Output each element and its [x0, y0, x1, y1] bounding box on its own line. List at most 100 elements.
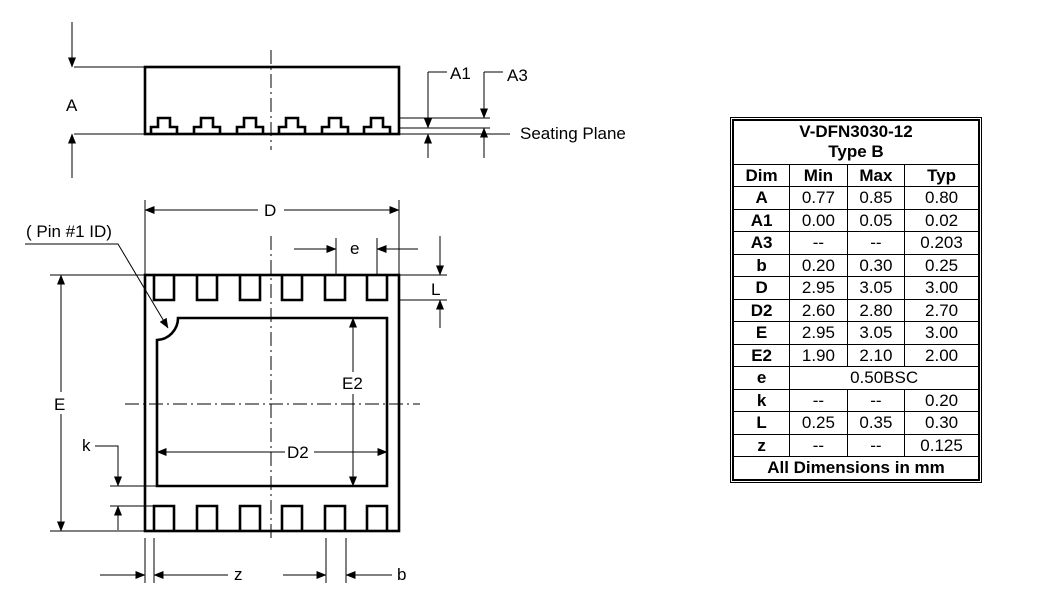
bottom-view-pads [152, 275, 389, 531]
terminal-pad [152, 504, 176, 531]
terminal-pad [365, 275, 389, 302]
max-cell: 3.05 [846, 321, 906, 345]
dim-cell: E2 [732, 343, 791, 368]
terminal-pad [323, 504, 347, 531]
terminal-pad [238, 504, 262, 531]
table-subtitle: Type B [828, 142, 884, 162]
dim-cell: A [732, 186, 791, 210]
min-cell: 0.00 [789, 208, 848, 233]
side-view: A A1 A3 Seating Plane [66, 22, 626, 178]
dim-cell: b [732, 253, 791, 278]
value-cell: 0.50BSC [789, 366, 980, 390]
table-footer-row: All Dimensions in mm [732, 456, 980, 481]
max-cell: 3.05 [846, 276, 906, 300]
typ-cell: 3.00 [904, 276, 980, 300]
max-cell: -- [846, 231, 906, 255]
table-title: V-DFN3030-12 [799, 122, 913, 142]
side-terminal [192, 116, 222, 134]
side-terminal [149, 116, 179, 134]
dim-cell: A3 [732, 231, 791, 255]
terminal-pad [280, 504, 304, 531]
min-cell: 2.95 [789, 321, 848, 345]
terminal-pad [365, 504, 389, 531]
terminal-pad [195, 275, 219, 302]
seating-plane-label: Seating Plane [520, 124, 626, 143]
header-max: Max [846, 163, 906, 188]
terminal-pad [238, 275, 262, 302]
dim-d-label: D [264, 201, 276, 220]
side-terminal [235, 116, 265, 134]
dim-cell: D2 [732, 298, 791, 323]
min-cell: -- [789, 433, 848, 458]
header-dim: Dim [732, 163, 791, 188]
header-typ: Typ [904, 163, 980, 188]
max-cell: 2.10 [846, 343, 906, 368]
header-min: Min [789, 163, 848, 188]
min-cell: -- [789, 231, 848, 255]
typ-cell: 2.00 [904, 343, 980, 368]
terminal-pad [323, 275, 347, 302]
terminal-pad [195, 504, 219, 531]
side-terminal [320, 116, 350, 134]
dim-d2-label: D2 [287, 443, 309, 462]
side-terminal [277, 116, 307, 134]
min-cell: 0.20 [789, 253, 848, 278]
bottom-view: D ( Pin #1 ID) e L E E2 D2 [25, 200, 447, 584]
max-cell: -- [846, 433, 906, 458]
dim-b-label: b [397, 565, 406, 584]
max-cell: 0.85 [846, 186, 906, 210]
dim-cell: L [732, 411, 791, 435]
dim-cell: z [732, 433, 791, 458]
dim-big-e-label: E [54, 395, 65, 414]
dim-e2-label: E2 [342, 374, 363, 393]
typ-cell: 0.20 [904, 388, 980, 413]
max-cell: -- [846, 388, 906, 413]
typ-cell: 0.02 [904, 208, 980, 233]
table-row: k----0.20 [732, 388, 980, 413]
min-cell: -- [789, 388, 848, 413]
pin1-id-label: ( Pin #1 ID) [26, 222, 112, 241]
table-row: A3----0.203 [732, 231, 980, 255]
pin1-id-leader [25, 243, 169, 329]
table-title-row: V-DFN3030-12 Type B [732, 119, 980, 165]
dim-a-label: A [66, 96, 78, 115]
min-cell: 2.60 [789, 298, 848, 323]
exposed-pad [155, 316, 389, 488]
typ-cell: 2.70 [904, 298, 980, 323]
dim-cell: A1 [732, 208, 791, 233]
typ-cell: 0.80 [904, 186, 980, 210]
min-cell: 1.90 [789, 343, 848, 368]
max-cell: 0.05 [846, 208, 906, 233]
typ-cell: 3.00 [904, 321, 980, 345]
terminal-pad [152, 275, 176, 302]
max-cell: 0.30 [846, 253, 906, 278]
max-cell: 2.80 [846, 298, 906, 323]
dim-e-pitch-label: e [350, 239, 359, 258]
dim-cell: D [732, 276, 791, 300]
min-cell: 0.25 [789, 411, 848, 435]
bottom-view-body [143, 273, 401, 533]
dim-a1-label: A1 [450, 64, 471, 83]
side-terminal [362, 116, 392, 134]
table-row: z----0.125 [732, 433, 980, 458]
dim-l-label: L [431, 280, 440, 299]
dim-cell: k [732, 388, 791, 413]
max-cell: 0.35 [846, 411, 906, 435]
table-header-row: Dim Min Max Typ [732, 163, 980, 188]
dim-a3-label: A3 [507, 66, 528, 85]
terminal-pad [280, 275, 304, 302]
table-footer: All Dimensions in mm [732, 456, 980, 481]
dim-k-label: k [82, 436, 91, 455]
side-view-terminals [149, 116, 392, 134]
min-cell: 0.77 [789, 186, 848, 210]
